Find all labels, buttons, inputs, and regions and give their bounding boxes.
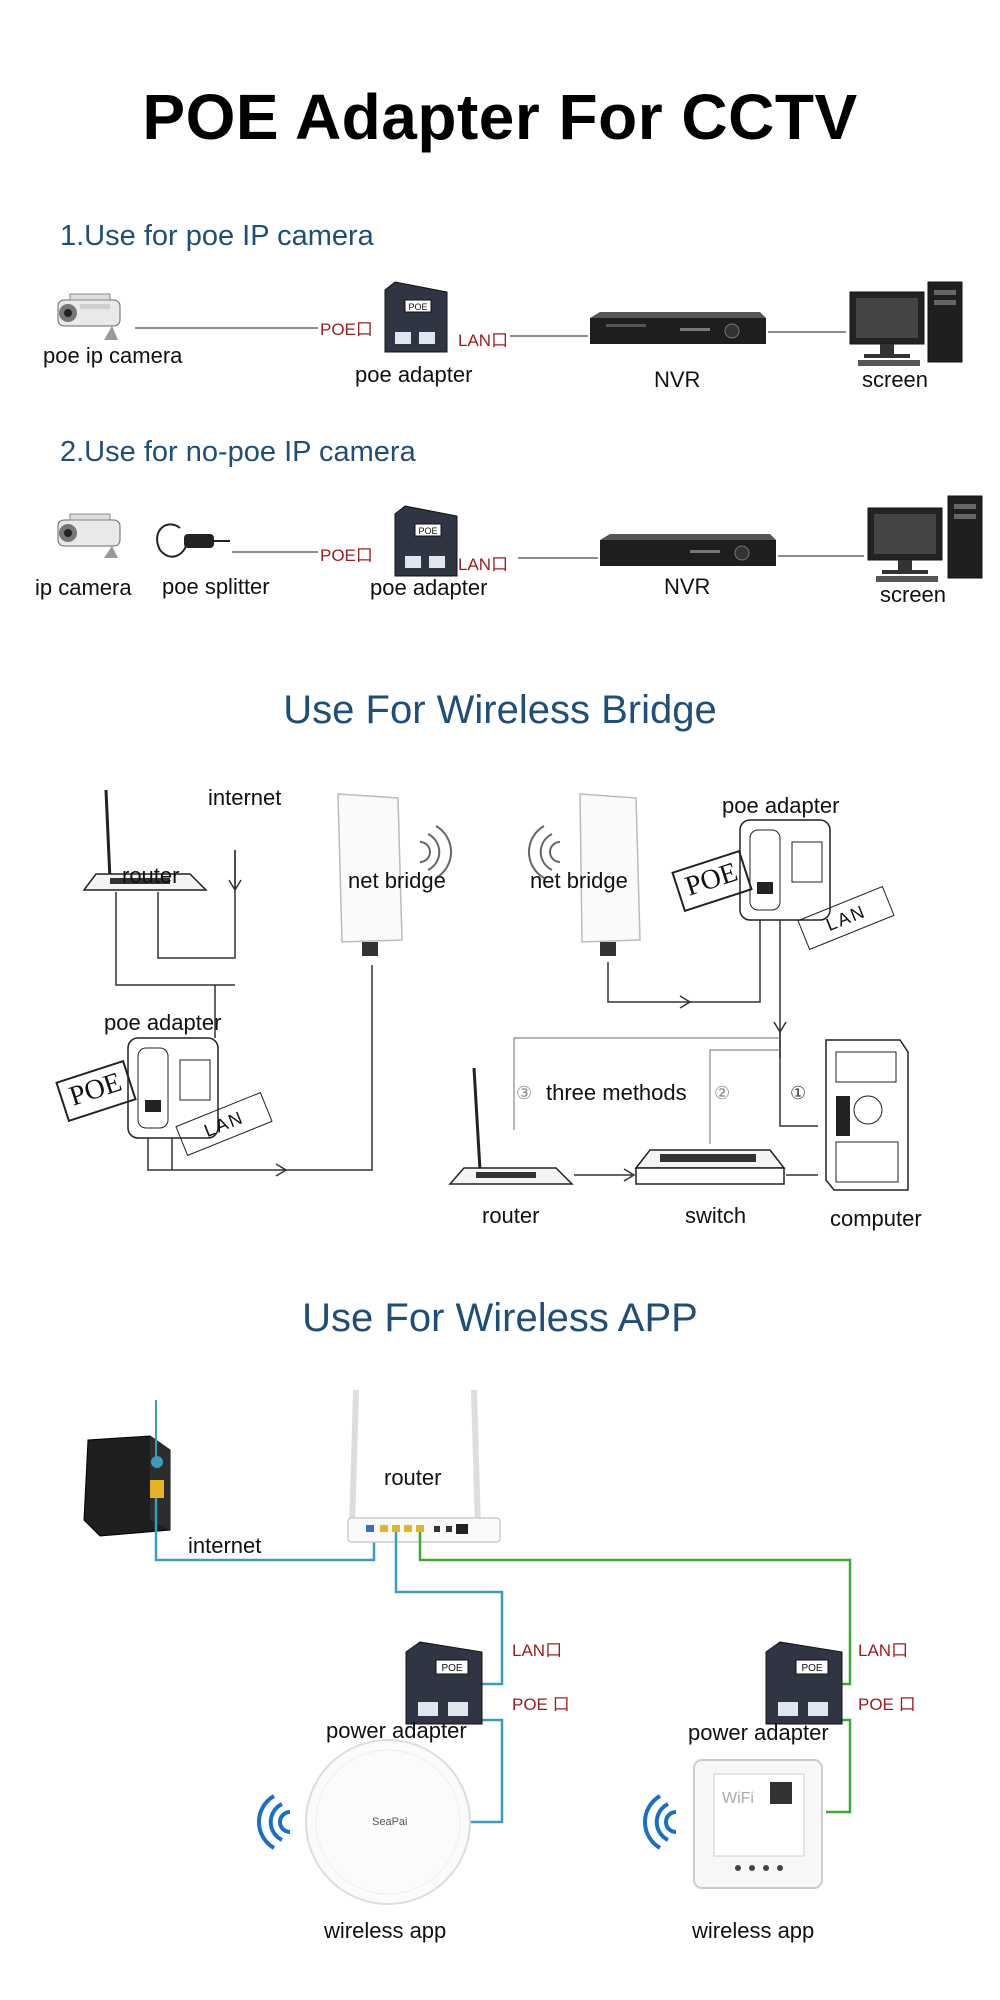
section1-heading: 1.Use for poe IP camera <box>60 220 374 252</box>
port-label-poe: POE口 <box>320 320 373 339</box>
label-poe-splitter: poe splitter <box>162 574 270 599</box>
label-screen: screen <box>880 582 947 607</box>
wifi-router-icon <box>347 1389 501 1543</box>
wifi-signal-icon <box>256 1794 291 1850</box>
label-router: router <box>384 1465 442 1490</box>
label-switch: switch <box>685 1203 747 1228</box>
method-number-1: ① <box>790 1083 807 1103</box>
label-power-adapter-left: power adapter <box>326 1718 467 1743</box>
label-computer: computer <box>830 1206 922 1231</box>
label-three-methods: three methods <box>546 1080 687 1105</box>
label-wireless-app-right: wireless app <box>692 1918 815 1943</box>
label-internet: internet <box>188 1533 262 1558</box>
label-router-top: router <box>122 863 180 888</box>
ip-camera-icon <box>57 293 121 340</box>
power-adapter-left-icon: POE <box>405 1641 483 1725</box>
label-poe-ip-camera: poe ip camera <box>43 343 183 368</box>
port-label-poe-right: POE 口 <box>858 1695 916 1714</box>
method-number-2: ② <box>714 1083 731 1103</box>
port-label-lan: LAN口 <box>458 555 509 574</box>
label-nvr: NVR <box>654 367 701 392</box>
poe-adapter-icon: POE <box>384 281 448 353</box>
modem-icon <box>83 1435 171 1537</box>
section1-diagram: POE <box>57 281 963 366</box>
label-poe-adapter: poe adapter <box>355 362 473 387</box>
poe-adapter-icon: POE <box>394 505 458 577</box>
label-router-bottom: router <box>482 1203 540 1228</box>
method-number-3: ③ <box>516 1083 533 1103</box>
ceiling-ap-icon <box>305 1739 471 1905</box>
panel-wifi-label: WiFi <box>722 1790 754 1807</box>
router-icon <box>448 1067 574 1185</box>
nvr-icon <box>600 534 776 566</box>
poe-adapter-sketch-icon <box>739 819 831 921</box>
wireless-app-diagram: POE POE <box>83 1389 852 1905</box>
svg-text:POE: POE <box>408 302 427 312</box>
section2-heading: 2.Use for no-poe IP camera <box>60 436 416 468</box>
wall-panel-ap-icon <box>693 1759 823 1889</box>
section2-diagram: POE <box>57 495 983 582</box>
svg-text:POE: POE <box>441 1663 462 1674</box>
label-screen: screen <box>862 367 929 392</box>
computer-icon <box>825 1039 909 1191</box>
poe-splitter-icon <box>156 523 230 558</box>
ap-brand-label: SeaPai <box>372 1816 408 1828</box>
port-label-lan: LAN口 <box>458 331 509 350</box>
ip-camera-icon <box>57 513 121 558</box>
computer-screen-icon <box>849 281 963 366</box>
label-net-bridge-right: net bridge <box>530 868 628 893</box>
nvr-icon <box>590 312 766 344</box>
app-heading: Use For Wireless APP <box>302 1296 698 1340</box>
port-label-poe: POE口 <box>320 546 373 565</box>
power-adapter-right-icon: POE <box>765 1641 843 1725</box>
label-net-bridge-left: net bridge <box>348 868 446 893</box>
label-wireless-app-left: wireless app <box>324 1918 447 1943</box>
computer-screen-icon <box>867 495 983 582</box>
net-bridge-left-icon <box>337 793 453 956</box>
port-label-poe-left: POE 口 <box>512 1695 570 1714</box>
port-label-lan-left: LAN口 <box>512 1641 563 1660</box>
svg-text:POE: POE <box>418 526 437 536</box>
page-title: POE Adapter For CCTV <box>142 81 858 153</box>
label-nvr: NVR <box>664 574 711 599</box>
svg-text:POE: POE <box>801 1663 822 1674</box>
bridge-heading: Use For Wireless Bridge <box>283 688 717 732</box>
port-label-lan-right: LAN口 <box>858 1641 909 1660</box>
net-bridge-right-icon <box>527 793 641 956</box>
label-poe-adapter-left: poe adapter <box>104 1010 222 1035</box>
switch-icon <box>634 1149 786 1185</box>
label-internet: internet <box>208 785 282 810</box>
label-ip-camera: ip camera <box>35 575 132 600</box>
label-power-adapter-right: power adapter <box>688 1720 829 1745</box>
poe-adapter-sketch-icon <box>127 1037 219 1139</box>
label-poe-adapter-right: poe adapter <box>722 793 840 818</box>
wifi-signal-icon <box>642 1794 677 1850</box>
wireless-bridge-diagram <box>82 789 909 1191</box>
label-poe-adapter: poe adapter <box>370 575 488 600</box>
router-icon <box>82 789 208 891</box>
